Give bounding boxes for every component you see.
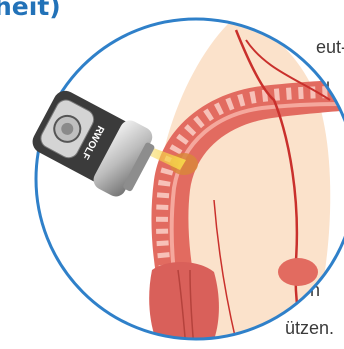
organ-bulb xyxy=(278,258,318,286)
